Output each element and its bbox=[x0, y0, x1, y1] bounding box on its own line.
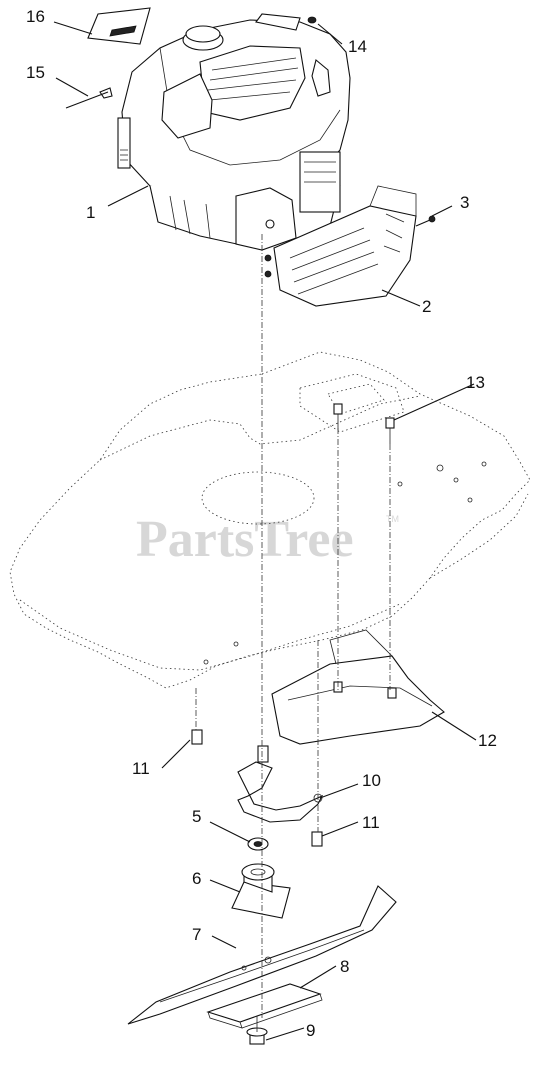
blade-adapter bbox=[231, 863, 291, 919]
callout-5: 5 bbox=[192, 807, 201, 826]
callout-6: 6 bbox=[192, 869, 201, 888]
bracket bbox=[237, 745, 324, 823]
deck-bolts bbox=[333, 403, 395, 444]
callout-3: 3 bbox=[460, 193, 469, 212]
stiffener bbox=[206, 983, 323, 1029]
nut-14 bbox=[307, 16, 317, 24]
bolt-11b bbox=[311, 831, 323, 847]
watermark: PartsTree TM bbox=[136, 511, 399, 568]
callout-16: 16 bbox=[26, 7, 45, 26]
decal-16 bbox=[87, 7, 151, 45]
muffler-guard bbox=[273, 185, 417, 307]
callout-1: 1 bbox=[86, 203, 95, 222]
callout-8: 8 bbox=[340, 957, 349, 976]
blade-bolt bbox=[246, 1016, 268, 1045]
spark-wire-15 bbox=[65, 91, 109, 109]
screw-2b bbox=[264, 270, 272, 278]
callout-11b: 11 bbox=[362, 813, 380, 832]
mower-deck bbox=[9, 351, 531, 689]
engine bbox=[117, 13, 351, 251]
callout-12: 12 bbox=[478, 731, 497, 750]
hardware bbox=[65, 7, 436, 278]
watermark-text: PartsTree bbox=[136, 511, 354, 568]
callout-9: 9 bbox=[306, 1021, 315, 1040]
blade bbox=[127, 885, 397, 1025]
watermark-tm: TM bbox=[386, 514, 399, 524]
screw-3 bbox=[415, 215, 436, 227]
baffle bbox=[271, 629, 445, 745]
callout-7: 7 bbox=[192, 925, 201, 944]
screw-2a bbox=[264, 254, 272, 262]
callout-11a: 11 bbox=[132, 759, 150, 778]
callout-2: 2 bbox=[422, 297, 431, 316]
callout-14: 14 bbox=[348, 37, 367, 56]
callout-13: 13 bbox=[466, 373, 485, 392]
callout-10: 10 bbox=[362, 771, 381, 790]
leader-lines bbox=[53, 21, 477, 1041]
bolt-11a bbox=[191, 729, 203, 745]
callout-15: 15 bbox=[26, 63, 45, 82]
